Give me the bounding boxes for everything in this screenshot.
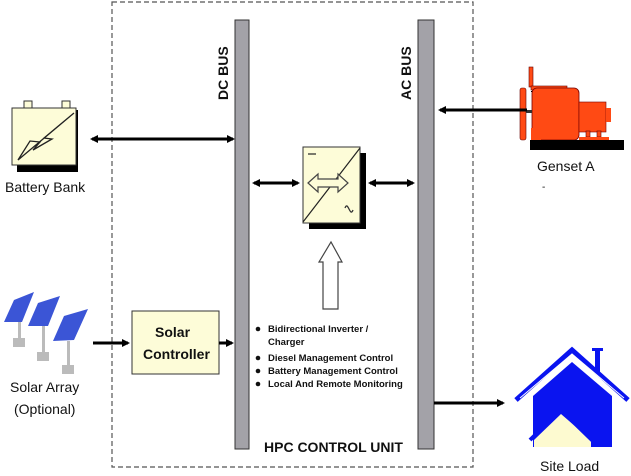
solar-controller-label-1: Solar	[155, 324, 191, 340]
ac-bus	[417, 19, 435, 450]
feature-item: Diesel Management Control	[268, 353, 393, 364]
hpc-control-unit-boundary	[111, 1, 474, 468]
feature-item: Local And Remote Monitoring	[268, 379, 403, 390]
solar-array-label: Solar Array	[10, 379, 79, 395]
solar-array-icon	[4, 292, 88, 374]
site-load-house-icon	[514, 346, 630, 447]
feature-item: Battery Management Control	[268, 366, 398, 377]
ac-bus-label: AC BUS	[398, 46, 414, 100]
control-up-arrow	[317, 240, 344, 310]
site-load-label: Site Load	[540, 458, 599, 474]
feature-item: Charger	[268, 337, 305, 348]
solar-controller-label-2: Controller	[143, 346, 210, 362]
solar-controller-box	[131, 310, 220, 375]
battery-bank-label: Battery Bank	[5, 179, 86, 195]
features-list: Bidirectional Inverter / Charger Diesel …	[255, 324, 403, 390]
control-unit-title: HPC CONTROL UNIT	[264, 439, 403, 455]
inverter-icon	[302, 146, 366, 229]
feature-item: Bidirectional Inverter /	[268, 324, 369, 335]
genset-icon	[519, 66, 624, 150]
battery-icon	[11, 100, 78, 172]
genset-sub-label: -	[542, 182, 545, 193]
genset-label: Genset A	[537, 158, 595, 174]
dc-bus	[234, 19, 250, 450]
solar-array-optional-label: (Optional)	[14, 401, 75, 417]
dc-bus-label: DC BUS	[215, 46, 231, 100]
